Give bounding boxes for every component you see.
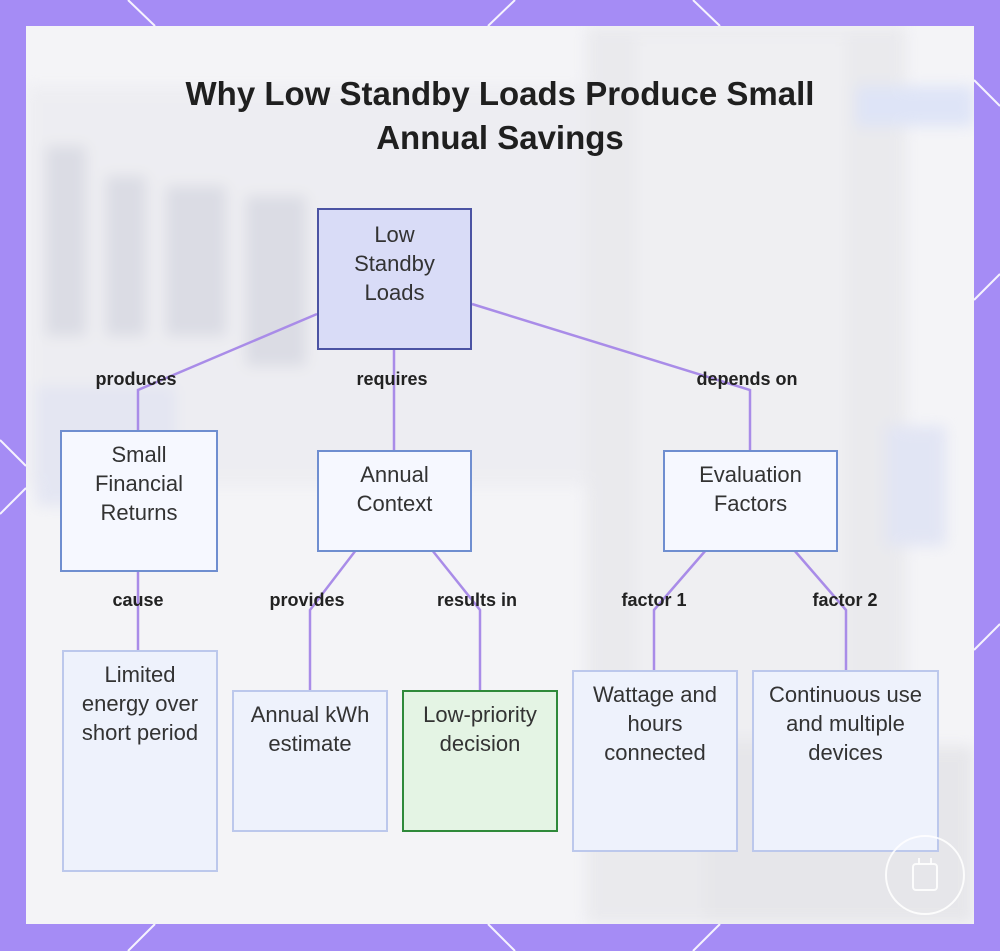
edge-factor-2 bbox=[793, 549, 848, 670]
node-low-priority-decision: Low-priority decision bbox=[402, 690, 558, 832]
node-small-financial-returns: Small Financial Returns bbox=[60, 430, 218, 572]
diagram-title: Why Low Standby Loads Produce Small Annu… bbox=[26, 72, 974, 160]
edge-label-produces: produces bbox=[95, 369, 177, 389]
edge-label-depends-on: depends on bbox=[696, 369, 798, 389]
node-evaluation-factors: Evaluation Factors bbox=[663, 450, 838, 552]
edge-produces bbox=[136, 312, 318, 430]
edge-label-provides: provides bbox=[269, 590, 345, 610]
node-annual-context: Annual Context bbox=[317, 450, 472, 552]
edge-label-results-in: results in bbox=[436, 590, 518, 610]
edge-label-factor-2: factor 2 bbox=[812, 590, 878, 610]
node-continuous-use-label: Continuous use and multiple devices bbox=[769, 682, 922, 765]
node-wattage-hours-label: Wattage and hours connected bbox=[593, 682, 717, 765]
node-low-standby-loads-label: Low Standby Loads bbox=[354, 222, 435, 305]
watermark-logo-icon bbox=[885, 835, 965, 915]
edge-depends-on bbox=[471, 302, 752, 450]
connector-lines bbox=[136, 302, 848, 690]
node-low-standby-loads: Low Standby Loads bbox=[317, 208, 472, 350]
node-limited-energy: Limited energy over short period bbox=[62, 650, 218, 872]
edge-provides bbox=[308, 549, 357, 690]
title-line-1: Why Low Standby Loads Produce Small bbox=[185, 75, 815, 112]
edge-label-requires: requires bbox=[356, 369, 428, 389]
node-annual-kwh-estimate: Annual kWh estimate bbox=[232, 690, 388, 832]
node-continuous-use: Continuous use and multiple devices bbox=[752, 670, 939, 852]
node-small-financial-returns-label: Small Financial Returns bbox=[94, 442, 184, 525]
node-annual-context-label: Annual Context bbox=[356, 462, 433, 516]
edge-label-factor-1: factor 1 bbox=[621, 590, 687, 610]
node-wattage-hours: Wattage and hours connected bbox=[572, 670, 738, 852]
edge-label-cause: cause bbox=[112, 590, 164, 610]
edge-factor-1 bbox=[652, 549, 707, 670]
node-annual-kwh-estimate-label: Annual kWh estimate bbox=[250, 702, 370, 756]
diagram-panel: Why Low Standby Loads Produce Small Annu… bbox=[26, 26, 974, 924]
edge-results-in bbox=[431, 549, 482, 690]
node-evaluation-factors-label: Evaluation Factors bbox=[699, 462, 802, 516]
node-limited-energy-label: Limited energy over short period bbox=[81, 662, 199, 745]
node-low-priority-decision-label: Low-priority decision bbox=[423, 702, 537, 756]
title-line-2: Annual Savings bbox=[376, 119, 624, 156]
